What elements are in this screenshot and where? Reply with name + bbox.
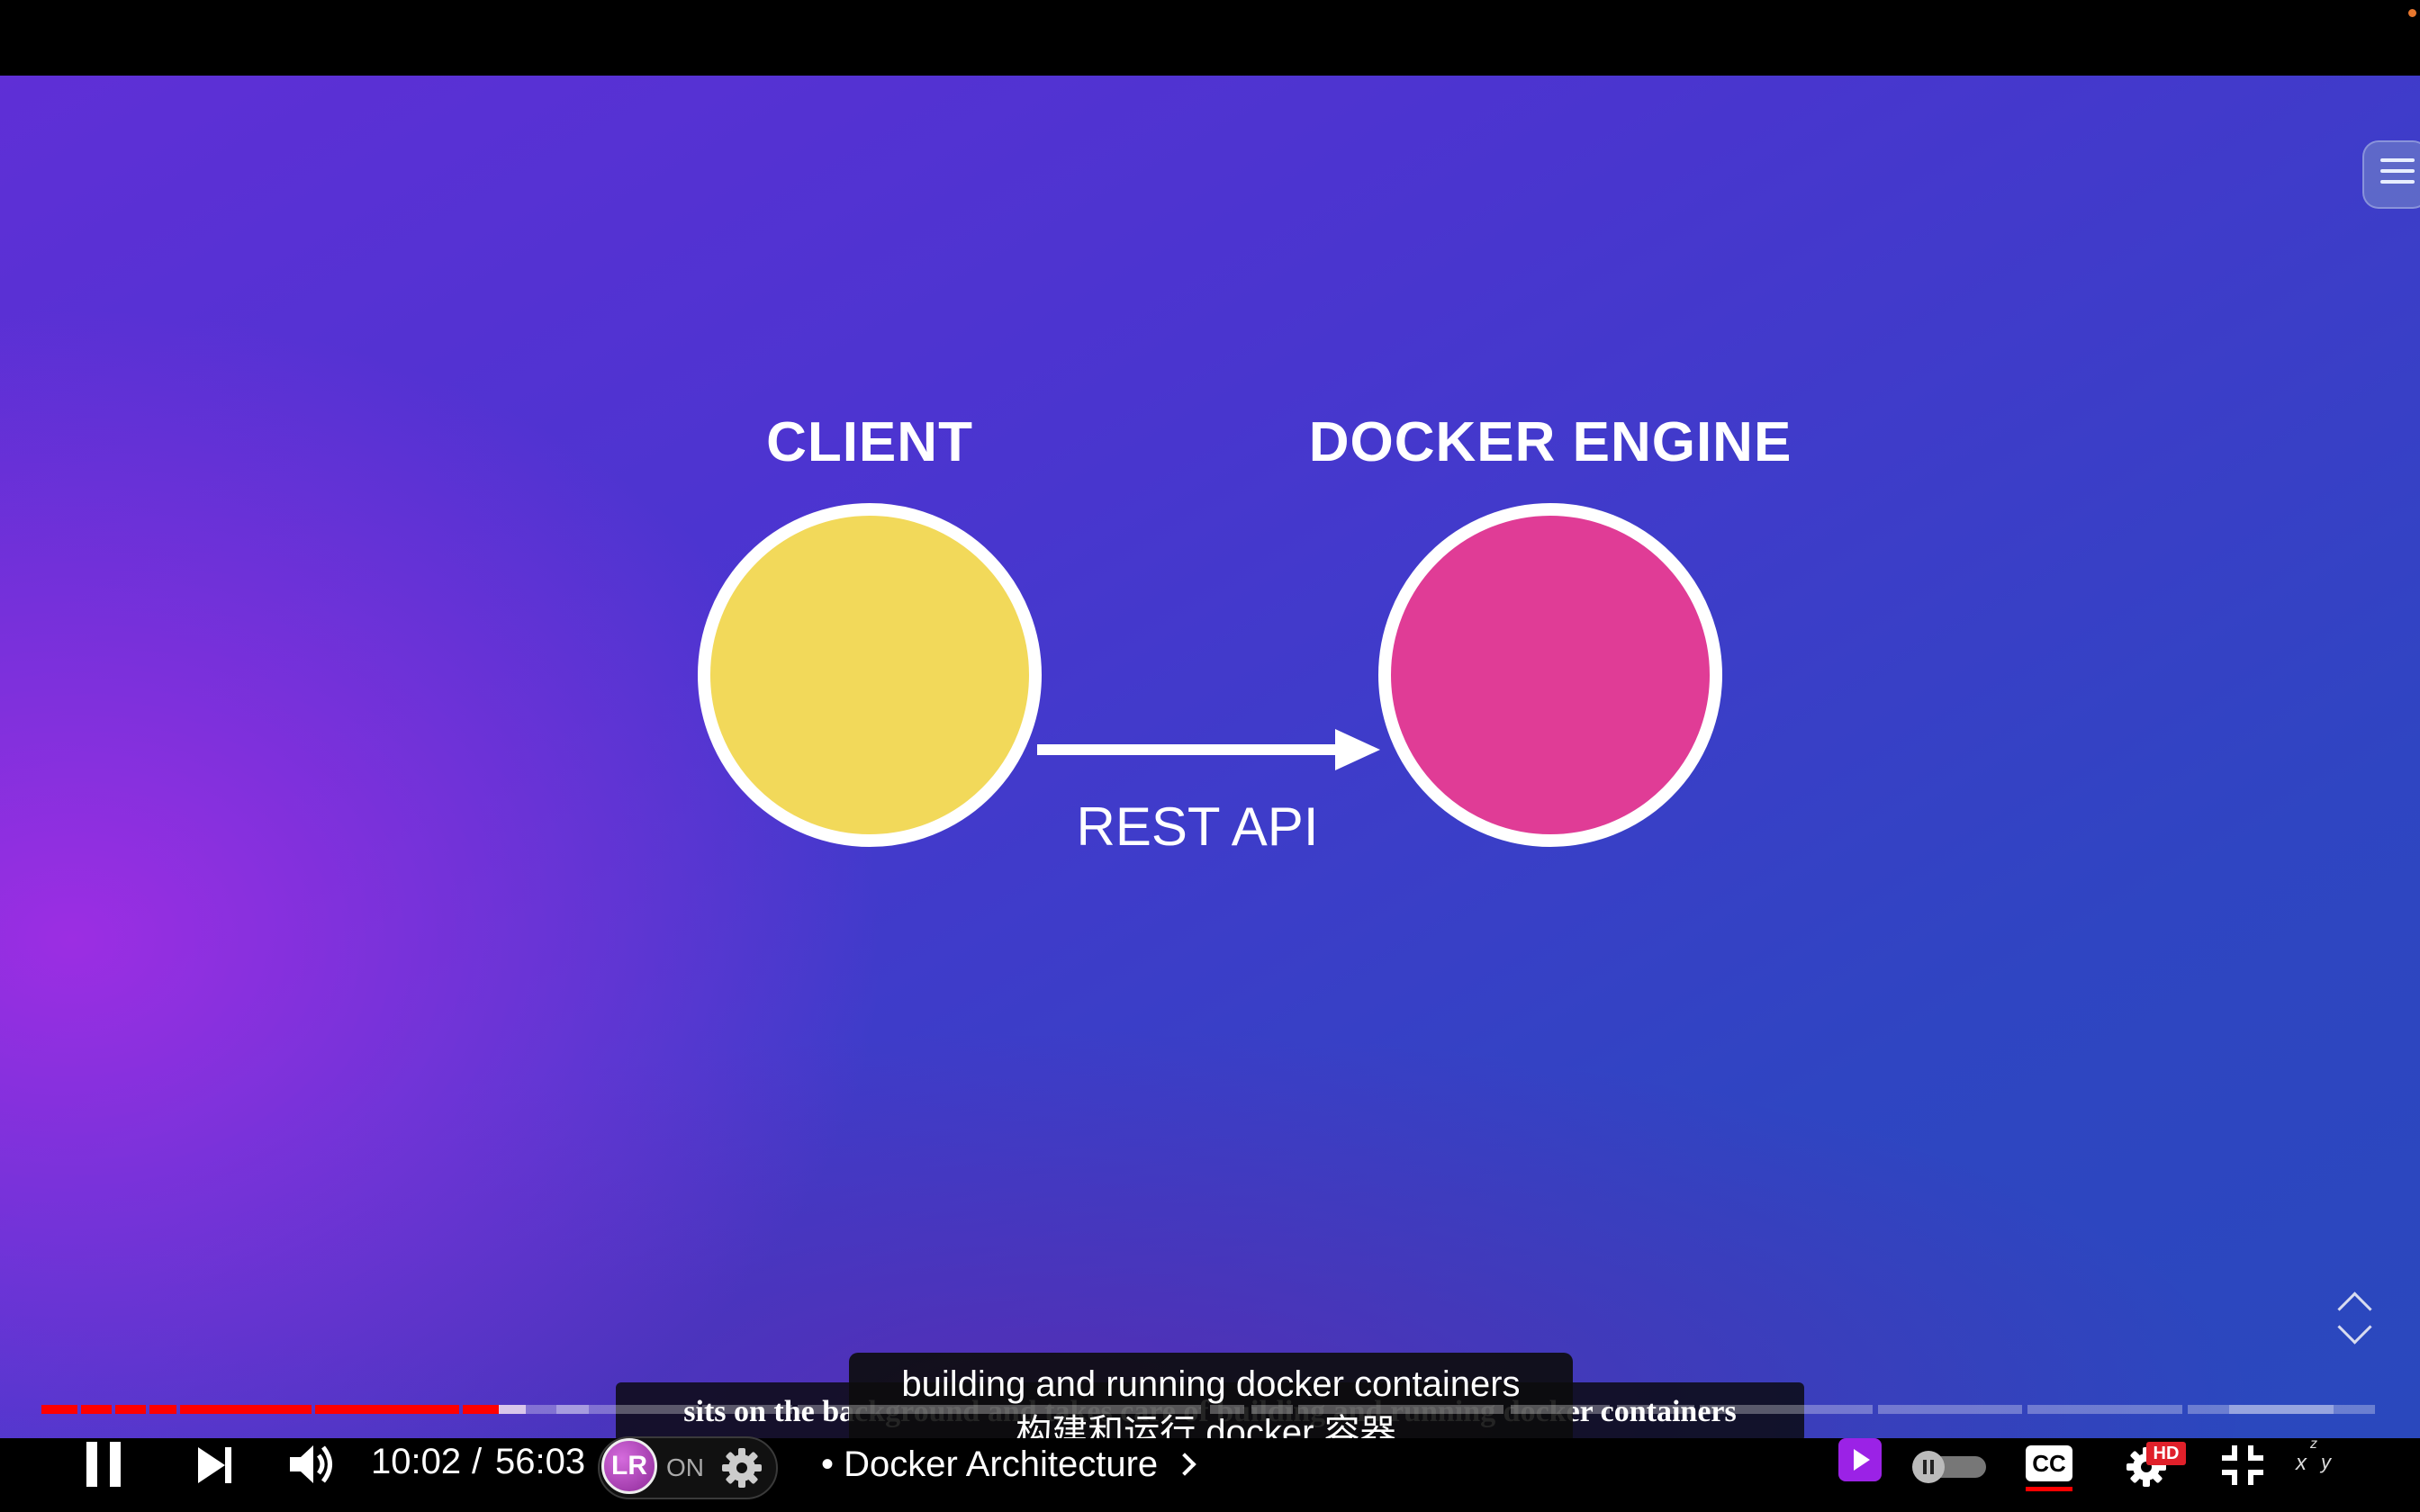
client-circle (698, 503, 1042, 847)
xyz-label-z: z (2310, 1436, 2317, 1452)
subtitle-english: building and running docker containers (901, 1364, 1521, 1404)
exit-fullscreen-icon[interactable] (2220, 1444, 2265, 1487)
chapter-title-link[interactable]: • Docker Architecture (821, 1442, 1196, 1487)
time-separator: / (472, 1442, 483, 1481)
current-time: 10:02 (371, 1442, 462, 1481)
menu-icon[interactable] (2362, 140, 2420, 209)
captions-button[interactable]: CC (2026, 1445, 2072, 1481)
progress-bar[interactable] (41, 1405, 2375, 1414)
video-frame[interactable]: CLIENT DOCKER ENGINE REST API sits on th… (0, 76, 2420, 1438)
duration: 56:03 (495, 1442, 586, 1481)
captions-active-indicator (2026, 1487, 2072, 1491)
client-label: CLIENT (766, 411, 973, 473)
extension-status: ON (666, 1454, 704, 1481)
xyz-extension-icon[interactable]: z x y (2296, 1436, 2332, 1480)
xyz-label-x: x (2296, 1451, 2307, 1475)
chapter-title: • Docker Architecture (821, 1444, 1159, 1484)
player-controls (0, 1438, 2420, 1512)
primary-subtitle: building and running docker containers 构… (849, 1353, 1573, 1438)
arrow-head (1335, 729, 1380, 770)
pause-icon[interactable] (86, 1442, 124, 1487)
docker-engine-label: DOCKER ENGINE (1308, 411, 1792, 473)
chevron-right-icon (1173, 1453, 1196, 1476)
docker-engine-circle (1378, 503, 1722, 847)
volume-icon[interactable] (288, 1442, 339, 1487)
xyz-label-y: y (2321, 1451, 2331, 1473)
subtitle-chinese: 构建和运行 docker 容器, (1016, 1413, 1406, 1438)
language-reactor-logo-icon[interactable]: LR (601, 1438, 657, 1494)
autoplay-toggle[interactable] (1912, 1451, 1986, 1483)
skip-next-icon[interactable] (198, 1447, 236, 1483)
gear-icon[interactable] (720, 1446, 763, 1490)
captions-label: CC (2032, 1450, 2066, 1477)
promo-play-icon[interactable] (1838, 1438, 1882, 1481)
top-black-bar (0, 0, 2420, 76)
rest-api-label: REST API (1076, 796, 1319, 857)
hd-badge: HD (2146, 1442, 2186, 1465)
rest-api-arrow (1037, 744, 1339, 755)
recording-indicator-icon (2408, 9, 2416, 17)
